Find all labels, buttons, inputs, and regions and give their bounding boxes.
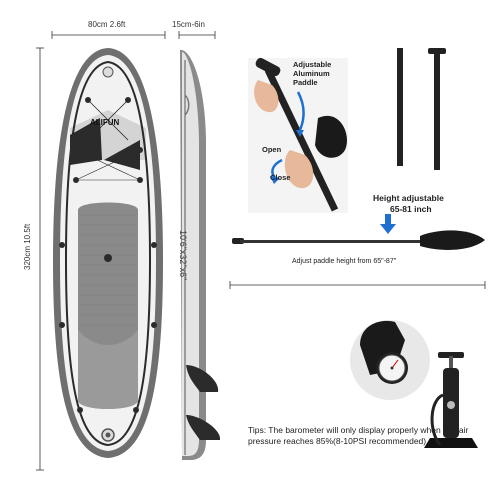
height-range: 65-81 inch <box>390 204 432 214</box>
thickness-label: 15cm-6in <box>172 20 205 29</box>
open-label: Open <box>262 145 282 154</box>
close-label: Close <box>270 173 291 182</box>
height-adjustable-title: Height adjustable <box>373 193 444 203</box>
brand-logo-text: ALIFUN <box>90 118 120 127</box>
adjust-height-caption: Adjust paddle height from 65"-87" <box>292 258 397 265</box>
width-label: 80cm 2.6ft <box>88 20 126 29</box>
adjustable-paddle-label: Adjustable Aluminum Paddle <box>293 60 332 87</box>
barometer-tips: Tips: The barometer will only display pr… <box>248 425 469 446</box>
